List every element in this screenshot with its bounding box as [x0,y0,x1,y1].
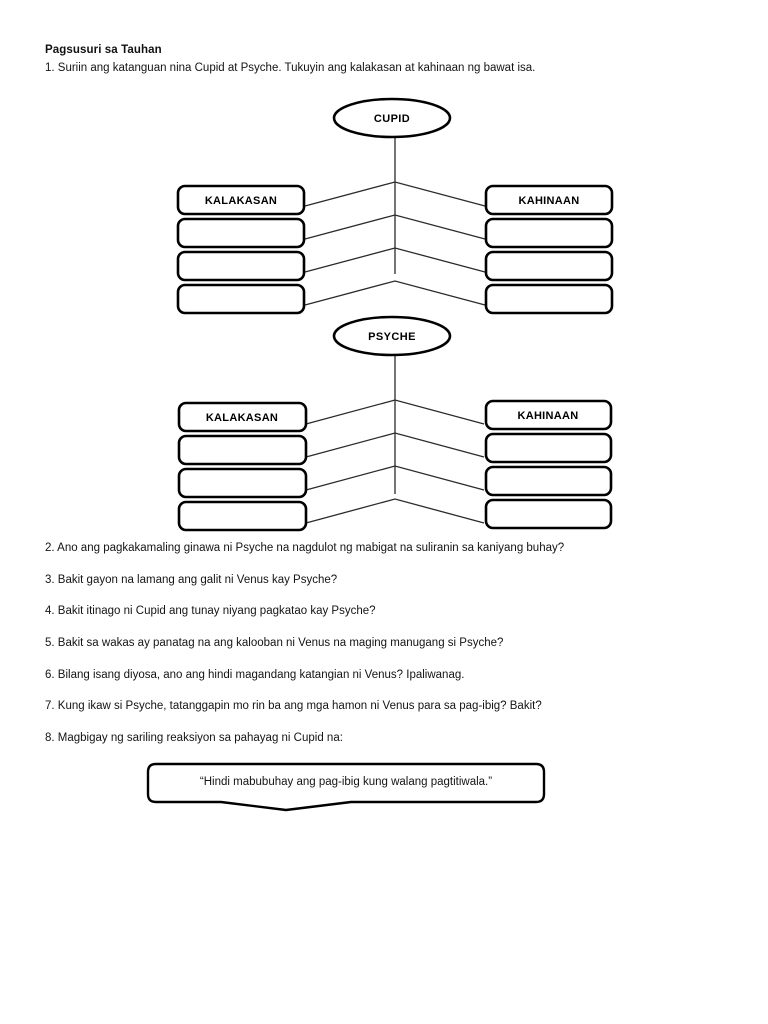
left-header-label: KALAKASAN [206,412,278,424]
left-blank-box-2[interactable] [176,250,306,282]
connector-row-2 [305,432,485,458]
node-center-cupid [332,97,452,139]
diagram-cupid: CUPID KALAKASAN KAHINAAN [0,96,768,318]
connector-row-4 [304,280,486,306]
instruction-item-1: 1. Suriin ang katanguan nina Cupid at Ps… [45,62,536,74]
page-title: Pagsusuri sa Tauhan [45,44,162,56]
left-header-label: KALAKASAN [205,195,277,207]
node-center-label: CUPID [374,113,410,125]
question-item: 4. Bakit itinago ni Cupid ang tunay niya… [45,605,376,618]
right-blank-box-3[interactable] [484,498,613,530]
left-header-box[interactable] [177,401,308,433]
left-blank-box-1[interactable] [176,217,306,249]
quote-text: “Hindi mabubuhay ang pag-ibig kung walan… [199,776,493,788]
connector-row-4 [305,498,485,524]
question-item: 6. Bilang isang diyosa, ano ang hindi ma… [45,668,465,681]
question-item: 5. Bakit sa wakas ay panatag na ang kalo… [45,637,504,650]
quote-bubble: “Hindi mabubuhay ang pag-ibig kung walan… [146,762,546,814]
right-blank-box-1[interactable] [484,217,614,249]
question-item: 8. Magbigay ng sariling reaksiyon sa pah… [45,732,343,745]
question-item: 2. Ano ang pagkakamaling ginawa ni Psych… [45,542,565,554]
question-item: 3. Bakit gayon na lamang ang galit ni Ve… [45,573,338,586]
left-header-box[interactable] [176,184,306,216]
right-header-box[interactable] [484,399,613,431]
left-blank-box-2[interactable] [177,467,308,499]
question-list: 2. Ano ang pagkakamaling ginawa ni Psych… [45,541,705,763]
right-blank-box-1[interactable] [484,432,613,464]
right-header-label: KAHINAAN [517,410,578,422]
connector-row-3 [304,247,486,273]
quote-bubble-outline [146,762,546,812]
right-blank-box-3[interactable] [484,283,614,315]
left-blank-box-1[interactable] [177,434,308,466]
right-header-box[interactable] [484,184,614,216]
left-blank-box-3[interactable] [177,500,308,532]
header-block: Pagsusuri sa Tauhan 1. Suriin ang katang… [45,43,695,76]
connector-row-3 [305,465,485,491]
right-blank-box-2[interactable] [484,250,614,282]
connector-row-1 [304,181,486,207]
right-header-label: KAHINAAN [518,195,579,207]
node-center-label: PSYCHE [368,331,416,343]
right-blank-box-2[interactable] [484,465,613,497]
diagram-psyche: PSYCHE KALAKASAN KAHINAAN [0,314,768,536]
node-center-psyche [332,315,452,357]
connector-row-2 [304,214,486,240]
left-blank-box-3[interactable] [176,283,306,315]
question-item: 7. Kung ikaw si Psyche, tatanggapin mo r… [45,700,542,713]
connector-row-1 [305,399,485,425]
